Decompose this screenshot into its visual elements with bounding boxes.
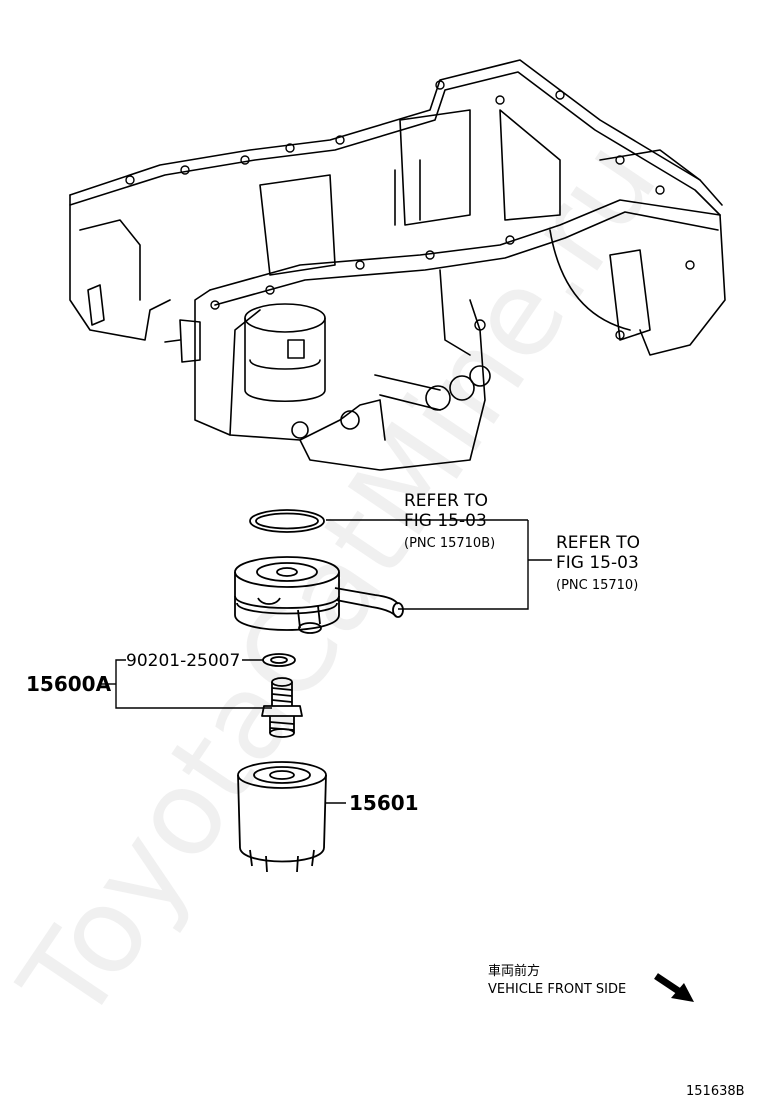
bolt-holes	[125, 80, 695, 340]
part-number-90201-25007: 90201-25007	[126, 651, 240, 671]
direction-label-en: VEHICLE FRONT SIDE	[488, 982, 626, 997]
refer-b-line1: REFER TO	[556, 533, 640, 553]
refer-a-line1: REFER TO	[404, 491, 488, 511]
arrow-down-right-icon	[654, 973, 694, 1002]
figure-id: 151638B	[686, 1084, 745, 1099]
oil-filter	[237, 761, 327, 873]
leader-lines	[101, 519, 552, 804]
refer-b-line2: FIG 15-03	[556, 553, 639, 573]
oil-cooler	[234, 556, 404, 634]
union-bolt	[261, 677, 303, 738]
part-number-15600A: 15600A	[26, 672, 112, 696]
direction-label-jp: 車両前方	[488, 963, 540, 979]
refer-a-line2: FIG 15-03	[404, 511, 487, 531]
refer-a-line3: (PNC 15710B)	[404, 536, 495, 551]
part-number-15601: 15601	[349, 791, 419, 815]
o-ring	[249, 509, 325, 533]
refer-b-line3: (PNC 15710)	[556, 578, 638, 593]
